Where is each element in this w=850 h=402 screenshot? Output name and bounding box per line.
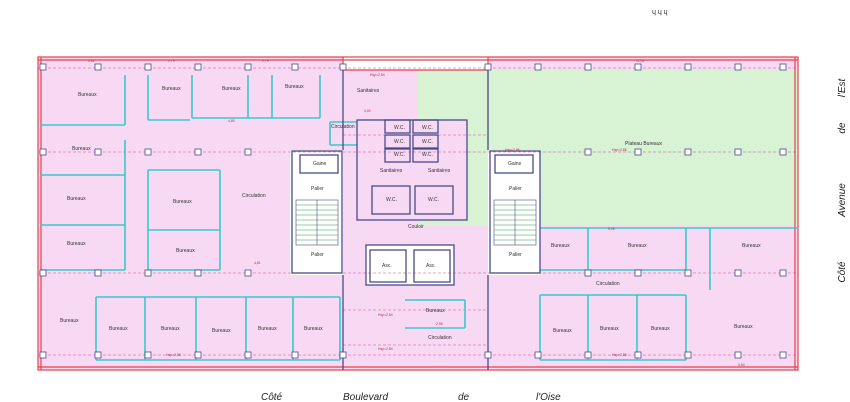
label-bureaux-21: Bureaux	[600, 326, 619, 332]
label-bureaux-14: Bureaux	[258, 326, 277, 332]
dimension-labels: Hsp=2,84 Hsp=2,84 Hsp=2,84 Hsp=2,86 Hsp=…	[88, 59, 745, 367]
label-bureaux-12: Bureaux	[161, 326, 180, 332]
label-bureaux-3: Bureaux	[222, 86, 241, 92]
label-wc-7: W.C.	[386, 197, 397, 203]
columns	[39, 63, 787, 359]
open-space-fill	[418, 70, 798, 225]
stairs-right	[493, 199, 537, 246]
room-labels: Bureaux Bureaux Bureaux Bureaux Bureaux …	[60, 84, 761, 341]
street-bottom-word-2: Boulevard	[343, 392, 388, 402]
core-center	[357, 120, 467, 220]
label-palier-4: Palier	[509, 252, 522, 258]
label-circulation-1: Circulation	[242, 193, 266, 199]
label-bureaux-6: Bureaux	[67, 196, 86, 202]
label-asc-2: Asc.	[426, 263, 436, 269]
dim-1: 4,82	[88, 59, 95, 63]
street-right-word-3: Avenue	[837, 183, 848, 218]
dim-4: 2,79	[262, 59, 269, 63]
label-bureaux-8: Bureaux	[173, 199, 192, 205]
street-right-word-1: l'Est	[837, 77, 848, 97]
label-palier-3: Palier	[311, 252, 324, 258]
outer-walls	[37, 56, 799, 371]
label-bureaux-23: Bureaux	[734, 324, 753, 330]
dim-hsp-2: Hsp=2,84	[378, 313, 393, 317]
dim-hsp-7: Hsp=2,86	[612, 353, 627, 357]
label-palier-2: Palier	[509, 186, 522, 192]
label-wc-2: W.C.	[422, 125, 433, 131]
label-sanitaires-3: Sanitaires	[428, 168, 451, 174]
label-sanitaires-2: Sanitaires	[380, 168, 403, 174]
label-bureaux-20: Bureaux	[553, 328, 572, 334]
label-gaine-2: Gaine	[508, 161, 522, 167]
label-bureaux-16: Bureaux	[426, 308, 445, 314]
label-wc-1: W.C.	[394, 125, 405, 131]
label-bureaux-22: Bureaux	[651, 326, 670, 332]
label-wc-3: W.C.	[394, 139, 405, 145]
street-bottom: Côté Boulevard de l'Oise	[261, 392, 561, 402]
label-asc-1: Asc.	[382, 263, 392, 269]
dim-3: 4,80	[228, 119, 235, 123]
dim-2: 2,79	[168, 59, 175, 63]
label-wc-4: W.C.	[422, 139, 433, 145]
dim-hsp-1: Hsp=2,84	[370, 73, 385, 77]
label-circulation-3: Circulation	[596, 281, 620, 287]
street-right-word-4: Côté	[837, 261, 848, 283]
dim-6: 3,00	[364, 109, 371, 113]
dim-hsp-4: Hsp=2,86	[505, 148, 520, 152]
label-bureaux-19: Bureaux	[742, 243, 761, 249]
label-sanitaires-1: Sanitaires	[357, 88, 380, 94]
label-bureaux-4: Bureaux	[285, 84, 304, 90]
label-bureaux-13: Bureaux	[212, 328, 231, 334]
street-bottom-word-4: l'Oise	[536, 392, 561, 402]
label-palier-1: Palier	[311, 186, 324, 192]
label-circulation-4: Circulation	[428, 335, 452, 341]
dim-hsp-3: Hsp=2,84	[378, 347, 393, 351]
corner-mark: ɥ ɥ ɥ	[652, 9, 668, 16]
dim-8: 2,95	[436, 322, 443, 326]
label-bureaux-1: Bureaux	[78, 92, 97, 98]
label-bureaux-11: Bureaux	[109, 326, 128, 332]
label-bureaux-2: Bureaux	[162, 86, 181, 92]
label-bureaux-5: Bureaux	[72, 146, 91, 152]
dim-9: 11,65	[636, 59, 644, 63]
street-bottom-word-1: Côté	[261, 392, 283, 402]
street-right-word-2: de	[837, 122, 848, 134]
label-bureaux-7: Bureaux	[67, 241, 86, 247]
dim-hsp-5: Hsp=2,86	[612, 148, 627, 152]
street-bottom-word-3: de	[458, 392, 470, 402]
label-gaine-1: Gaine	[313, 161, 327, 167]
label-bureaux-15: Bureaux	[304, 326, 323, 332]
dim-hsp-6: Hsp=2,86	[166, 353, 181, 357]
dim-5: 4,81	[254, 261, 261, 265]
dim-7: 5,06	[608, 227, 615, 231]
label-plateau: Plateau Bureaux	[625, 141, 662, 147]
label-bureaux-9: Bureaux	[176, 248, 195, 254]
core-outlines	[291, 70, 541, 370]
label-bureaux-18: Bureaux	[628, 243, 647, 249]
label-wc-8: W.C.	[428, 197, 439, 203]
stairs-left	[295, 199, 339, 246]
label-circulation-2: Circulation	[331, 124, 355, 130]
street-right: l'Est de Avenue Côté	[837, 77, 848, 282]
label-bureaux-17: Bureaux	[551, 243, 570, 249]
label-bureaux-10: Bureaux	[60, 318, 79, 324]
dim-10: 5,54	[738, 363, 745, 367]
label-wc-6: W.C.	[422, 152, 433, 158]
label-couloir: Couloir	[408, 224, 424, 230]
elevator-block	[366, 245, 454, 285]
dashed-grid	[38, 67, 798, 356]
label-wc-5: W.C.	[394, 152, 405, 158]
